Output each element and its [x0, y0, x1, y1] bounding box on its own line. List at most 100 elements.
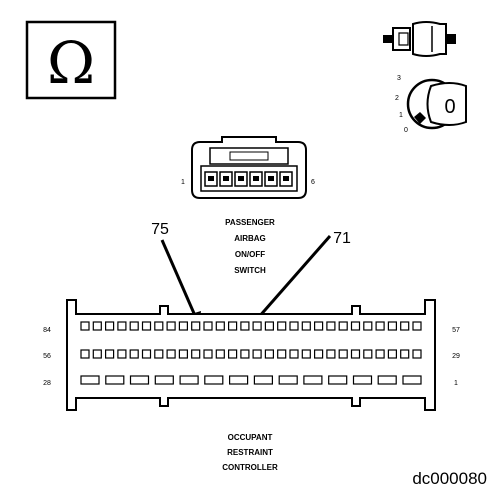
controller-pin-cavity	[80, 349, 90, 359]
controller-pin-cavity	[203, 321, 213, 331]
controller-pin-cavity	[387, 349, 397, 359]
switch-pin-6-label: 6	[311, 179, 315, 186]
controller-pin-cavity	[117, 349, 127, 359]
row-label-28: 28	[43, 380, 51, 387]
controller-pin-cavity	[215, 321, 225, 331]
callout-75-label: 75	[151, 221, 169, 238]
controller-pin-cavity	[400, 349, 410, 359]
key-cylinder-icon: 3 2 1 0 0	[395, 75, 467, 134]
controller-pin-cavity	[80, 321, 90, 331]
row-label-84: 84	[43, 327, 51, 334]
controller-pin-cavity	[363, 321, 373, 331]
row-label-29: 29	[452, 353, 460, 360]
controller-pin-cavity	[129, 349, 139, 359]
switch-connector: 1 6	[181, 136, 315, 199]
controller-pin-cavity	[264, 321, 274, 331]
controller-pin-cavity	[338, 321, 348, 331]
controller-pin-cavity	[387, 321, 397, 331]
controller-pin-cavity	[289, 349, 299, 359]
key-position-1: 1	[399, 112, 403, 119]
key-position-2: 2	[395, 95, 399, 102]
controller-caption: OCCUPANT RESTRAINT CONTROLLER	[222, 433, 278, 472]
switch-caption-line-2: AIRBAG	[234, 234, 266, 243]
controller-pin-cavity	[301, 349, 311, 359]
controller-pin-cavity-wide	[105, 375, 125, 385]
controller-pin-cavity	[412, 321, 422, 331]
controller-caption-line-3: CONTROLLER	[222, 463, 278, 472]
controller-pin-cavity-wide	[352, 375, 373, 385]
figure-reference: dc000080	[412, 469, 487, 488]
controller-pin-cavity-wide	[179, 375, 199, 385]
controller-connector: 84 56 28 57 29 1	[43, 299, 460, 411]
controller-pin-cavity	[277, 321, 287, 331]
controller-pin-cavity	[400, 321, 410, 331]
controller-pin-cavity	[166, 349, 176, 359]
switch-pin-1-label: 1	[181, 179, 185, 186]
switch-caption-line-3: ON/OFF	[235, 250, 265, 259]
controller-pin-cavity	[264, 349, 274, 359]
controller-pin-cavity	[129, 321, 139, 331]
controller-pin-cavity	[252, 321, 262, 331]
controller-pin-cavity-wide	[328, 375, 348, 385]
controller-pin-cavity	[203, 349, 213, 359]
ignition-key-icon	[383, 21, 456, 57]
controller-caption-line-2: RESTRAINT	[227, 448, 273, 457]
controller-pin-cavity-wide	[80, 375, 100, 385]
controller-pin-cavity	[191, 321, 201, 331]
controller-pin-cavity	[178, 321, 188, 331]
controller-pin-cavity-wide	[303, 375, 323, 385]
controller-pin-cavity	[350, 321, 361, 331]
key-position-marker: 0	[444, 96, 455, 118]
controller-pin-cavity	[326, 349, 336, 359]
controller-pin-cavity	[228, 349, 238, 359]
row-label-57: 57	[452, 327, 460, 334]
controller-pin-cavity	[252, 349, 262, 359]
controller-pin-cavity	[301, 321, 311, 331]
controller-pin-cavity-wide	[377, 375, 397, 385]
controller-pin-cavity	[240, 321, 250, 331]
controller-pin-cavity	[314, 321, 324, 331]
controller-pin-cavity	[141, 321, 152, 331]
callout-75: 75	[151, 221, 201, 328]
controller-pin-cavity	[178, 349, 188, 359]
controller-pin-cavity	[215, 349, 225, 359]
controller-pin-cavity	[326, 321, 336, 331]
controller-pin-cavity	[154, 349, 164, 359]
key-position-0: 0	[404, 127, 408, 134]
controller-pin-cavity	[338, 349, 348, 359]
controller-pin-rows	[80, 321, 422, 385]
controller-pin-cavity	[314, 349, 324, 359]
controller-pin-cavity-wide	[278, 375, 298, 385]
controller-pin-cavity	[350, 349, 361, 359]
controller-pin-cavity	[375, 321, 385, 331]
controller-pin-cavity-wide	[402, 375, 422, 385]
controller-pin-cavity	[277, 349, 287, 359]
controller-pin-cavity-wide	[253, 375, 273, 385]
controller-pin-cavity	[240, 349, 250, 359]
switch-caption-line-1: PASSENGER	[225, 218, 275, 227]
row-label-56: 56	[43, 353, 51, 360]
switch-caption-line-4: SWITCH	[234, 266, 266, 275]
controller-pin-cavity	[92, 349, 102, 359]
controller-caption-line-1: OCCUPANT	[228, 433, 273, 442]
controller-pin-cavity	[166, 321, 176, 331]
controller-pin-cavity	[363, 349, 373, 359]
controller-pin-cavity	[141, 349, 152, 359]
key-position-3: 3	[397, 75, 401, 82]
controller-pin-cavity	[154, 321, 164, 331]
controller-pin-cavity	[191, 349, 201, 359]
callout-71-label: 71	[333, 230, 351, 247]
controller-pin-cavity	[412, 349, 422, 359]
row-label-1: 1	[454, 380, 458, 387]
controller-pin-cavity-wide	[129, 375, 150, 385]
ohmmeter-symbol: Ω	[25, 20, 117, 100]
controller-pin-cavity	[104, 349, 115, 359]
switch-caption: PASSENGER AIRBAG ON/OFF SWITCH	[225, 218, 275, 275]
ohm-icon: Ω	[47, 29, 95, 97]
controller-pin-cavity	[92, 321, 102, 331]
controller-pin-cavity	[117, 321, 127, 331]
controller-pin-cavity-wide	[229, 375, 249, 385]
controller-pin-cavity	[228, 321, 238, 331]
controller-pin-cavity-wide	[204, 375, 224, 385]
